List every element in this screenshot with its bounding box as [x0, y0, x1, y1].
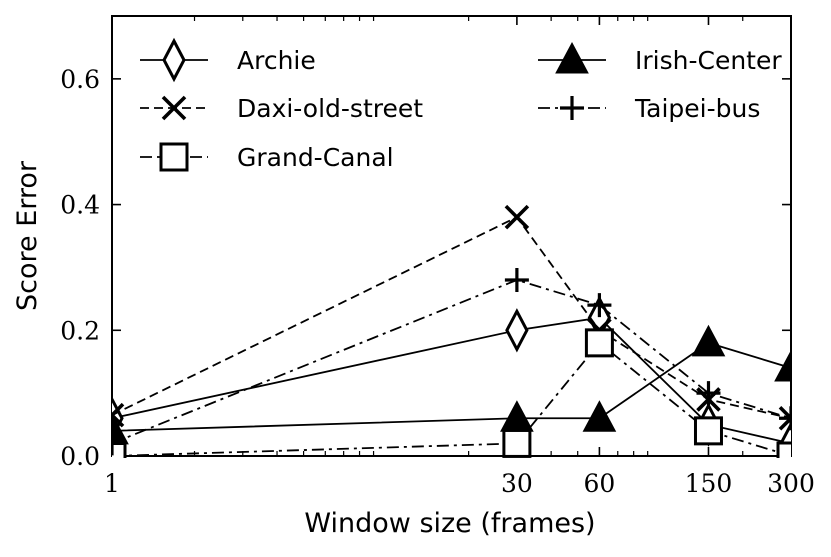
series-taipei-bus [112, 268, 791, 456]
series-line [112, 341, 791, 457]
legend-label: Grand-Canal [237, 143, 394, 172]
legend-marker [162, 37, 186, 83]
legend-label: Daxi-old-street [237, 94, 423, 123]
series-line [112, 341, 791, 432]
legend-entry: Daxi-old-street [140, 94, 423, 123]
data-point [693, 416, 723, 446]
x-tick-label: 300 [767, 469, 815, 498]
data-point [502, 428, 532, 458]
data-point [112, 441, 127, 458]
y-tick-label: 0.4 [60, 191, 100, 220]
data-point [500, 400, 534, 432]
legend-entry: Archie [140, 37, 316, 83]
data-point [112, 431, 124, 456]
legend-entry: Irish-Center [538, 41, 782, 75]
series-irish-center [112, 324, 791, 445]
data-point [112, 412, 129, 445]
y-tick-label: 0.6 [60, 65, 100, 94]
x-tick-label: 60 [584, 469, 616, 498]
series-daxi-old-street [112, 204, 791, 431]
data-point [504, 204, 530, 230]
data-point [587, 293, 612, 318]
series-line [112, 316, 791, 445]
legend-entry: Taipei-bus [538, 94, 760, 123]
legend-marker [560, 96, 584, 120]
data-point [774, 349, 791, 382]
x-tick-label: 1 [104, 469, 120, 498]
legend-entry: Grand-Canal [140, 142, 394, 172]
plot-frame [111, 15, 792, 457]
data-point [505, 308, 529, 353]
legend-label: Irish-Center [635, 46, 782, 75]
x-axis-label: Window size (frames) [304, 508, 595, 539]
data-point [778, 406, 791, 431]
plot-border [111, 15, 792, 457]
series-line [112, 216, 791, 420]
data-point [112, 402, 125, 428]
x-tick-label: 150 [685, 469, 733, 498]
x-tick-label: 30 [501, 469, 533, 498]
series-group [112, 204, 791, 458]
series-line [112, 279, 791, 445]
series-grand-canal [112, 328, 791, 458]
data-point [584, 328, 614, 358]
axis-ticks: 1 30 60 150 300 0.0 0.2 0.4 0.6 [60, 16, 815, 498]
data-point [779, 406, 791, 431]
data-point [696, 381, 721, 406]
y-tick-label: 0.0 [60, 442, 100, 471]
data-point [776, 441, 791, 458]
legend-label: Archie [237, 46, 316, 75]
data-point [691, 324, 726, 357]
data-point [582, 400, 617, 432]
legend-marker [555, 41, 589, 74]
legend-marker [159, 142, 189, 172]
data-point [504, 268, 529, 292]
legend-marker [161, 95, 187, 121]
y-axis-label: Score Error [12, 160, 43, 311]
y-tick-label: 0.2 [60, 316, 100, 345]
legend-label: Taipei-bus [634, 94, 760, 123]
